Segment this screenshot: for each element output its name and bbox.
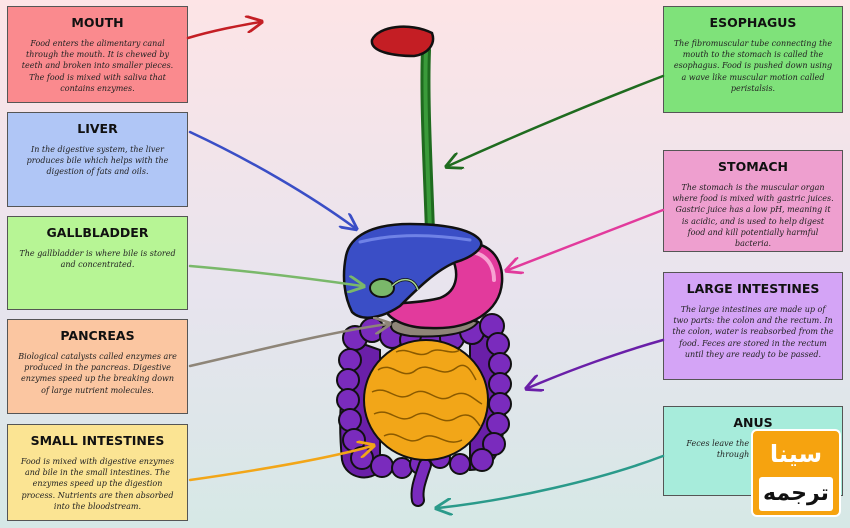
small-intestines-card: SMALL INTESTINES Food is mixed with dige… [7, 424, 188, 521]
esophagus-arrow [448, 74, 665, 166]
esophagus-title: ESOPHAGUS [709, 15, 797, 30]
stomach-organ [382, 242, 504, 330]
mouth-text: Food enters the alimentary canal through… [21, 39, 174, 93]
pancreas-card: PANCREAS Biological catalysts called enz… [7, 319, 188, 414]
stomach-title: STOMACH [718, 159, 788, 174]
small-intestines-organ [363, 339, 489, 461]
large-intestines-arrow [528, 338, 665, 388]
gallbladder-organ [369, 278, 420, 298]
small-intestines-text: Food is mixed with digestive enzymes and… [20, 457, 175, 511]
large-intestines-card: LARGE INTESTINES The large intestines ar… [663, 272, 843, 380]
gallbladder-arrow [188, 264, 362, 286]
gallbladder-card: GALLBLADDER The gallbladder is where bil… [7, 216, 188, 310]
gallbladder-text: The gallbladder is where bile is stored … [19, 249, 176, 270]
anus-arrow [438, 454, 665, 508]
liver-card: LIVER In the digestive system, the liver… [7, 112, 188, 207]
stomach-text: The stomach is the muscular organ where … [672, 183, 834, 248]
logo-line-1: سينا [769, 440, 823, 468]
esophagus-card: ESOPHAGUS The fibromuscular tube connect… [663, 6, 843, 113]
mouth-arrow [186, 22, 260, 40]
liver-title: LIVER [77, 121, 118, 136]
mouth-card: MOUTH Food enters the alimentary canal t… [7, 6, 188, 103]
small-intestines-title: SMALL INTESTINES [30, 433, 165, 448]
liver-arrow [188, 130, 355, 228]
sina-tarjome-logo: سينا ترجمه [751, 429, 841, 517]
gallbladder-title: GALLBLADDER [46, 225, 149, 240]
stomach-arrow [508, 208, 665, 270]
logo-line-2: ترجمه [759, 477, 833, 511]
mouth-organ [370, 25, 435, 58]
esophagus-text: The fibromuscular tube connecting the mo… [673, 39, 833, 93]
pancreas-text: Biological catalysts called enzymes are … [18, 352, 177, 395]
pancreas-title: PANCREAS [60, 328, 135, 343]
pancreas-arrow [188, 324, 388, 368]
stomach-card: STOMACH The stomach is the muscular orga… [663, 150, 843, 252]
large-intestines-title: LARGE INTESTINES [686, 281, 820, 296]
small-intestines-arrow [188, 446, 372, 482]
large-intestines-text: The large intestines are made up of two … [672, 305, 834, 359]
mouth-title: MOUTH [71, 15, 124, 30]
anus-title: ANUS [733, 415, 773, 430]
liver-text: In the digestive system, the liver produ… [26, 145, 169, 177]
